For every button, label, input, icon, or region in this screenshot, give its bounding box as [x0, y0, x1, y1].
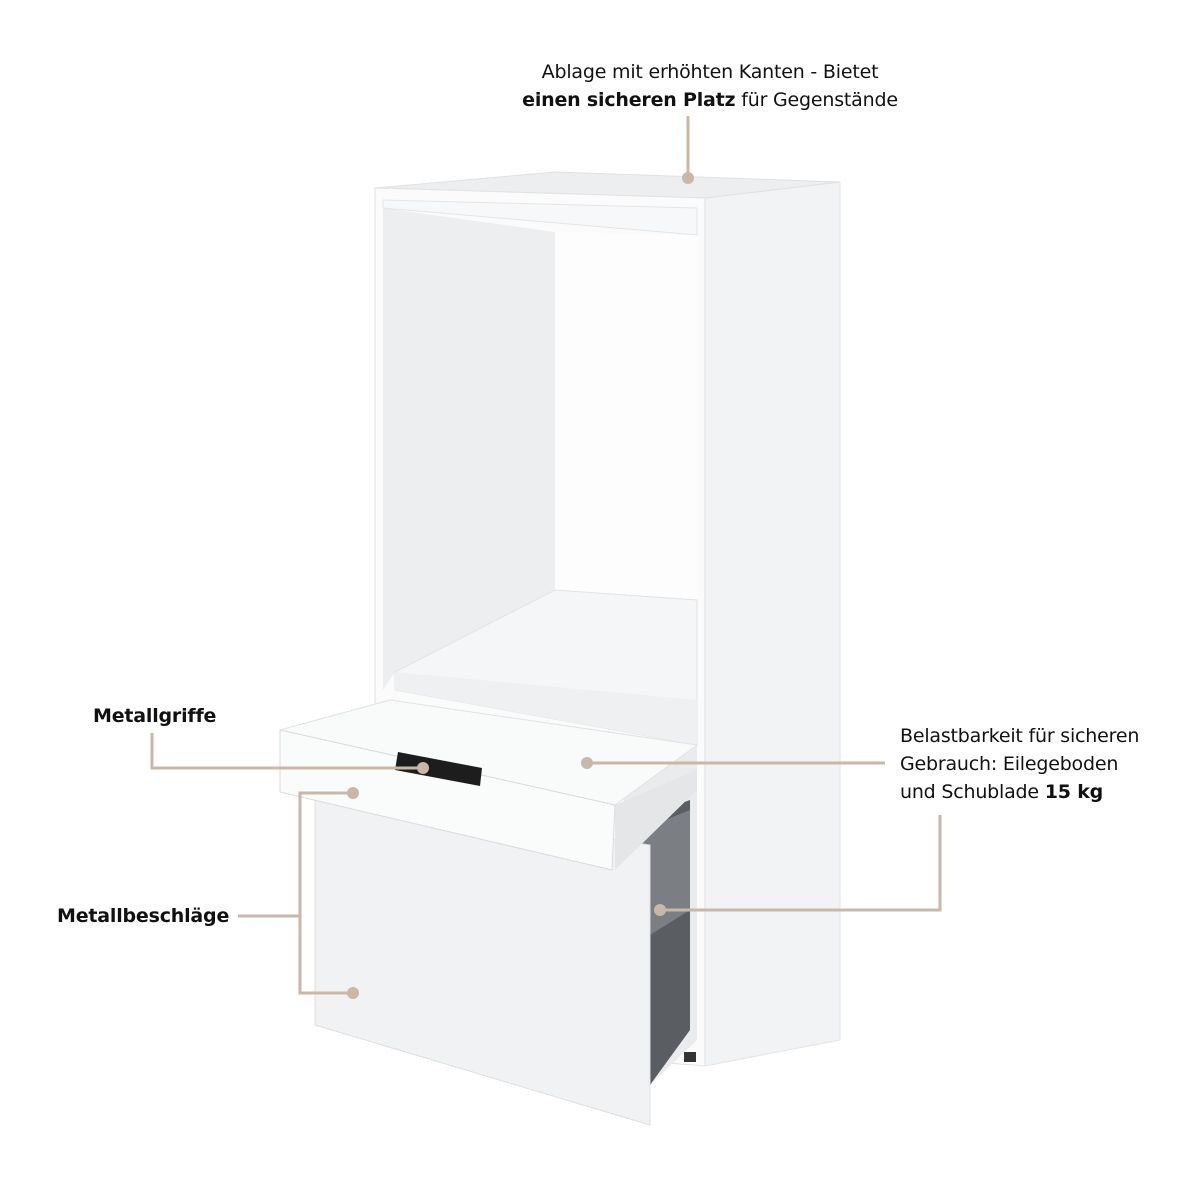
annotation-fittings: Metallbeschläge — [57, 905, 230, 927]
cabinet-inner-left-wall — [383, 208, 555, 690]
annotation-text: und Schublade — [900, 781, 1045, 803]
annotation-text: Belastbarkeit für sicheren — [900, 725, 1140, 747]
annotation-bold: 15 kg — [1044, 781, 1104, 803]
egg-shelf-edge — [395, 672, 697, 745]
upper-drawer-side — [615, 770, 697, 870]
annotation-handles: Metallgriffe — [93, 705, 217, 727]
annotation-text: für Gegenstände — [735, 89, 898, 111]
cabinet-back-wall — [555, 232, 697, 600]
cabinet-top-rail — [382, 199, 698, 236]
annotation-bold: einen sicheren Platz — [522, 89, 736, 111]
annotation-text: Gebrauch: Eilegeboden — [900, 753, 1119, 775]
annotation-load-capacity: Belastbarkeit für sicheren Gebrauch: Eil… — [900, 722, 1139, 806]
annotation-top-shelf: Ablage mit erhöhten Kanten - Bietet eine… — [500, 58, 920, 114]
annotation-text: Ablage mit erhöhten Kanten - Bietet — [541, 61, 879, 83]
cabinet-foot — [684, 1052, 696, 1062]
cabinet-right-side — [704, 181, 841, 1067]
upper-drawer-front — [279, 729, 616, 871]
metal-handle — [395, 752, 482, 786]
callout-dots — [347, 172, 694, 999]
drawer-box-side — [640, 810, 690, 935]
callout-lines — [150, 116, 942, 995]
